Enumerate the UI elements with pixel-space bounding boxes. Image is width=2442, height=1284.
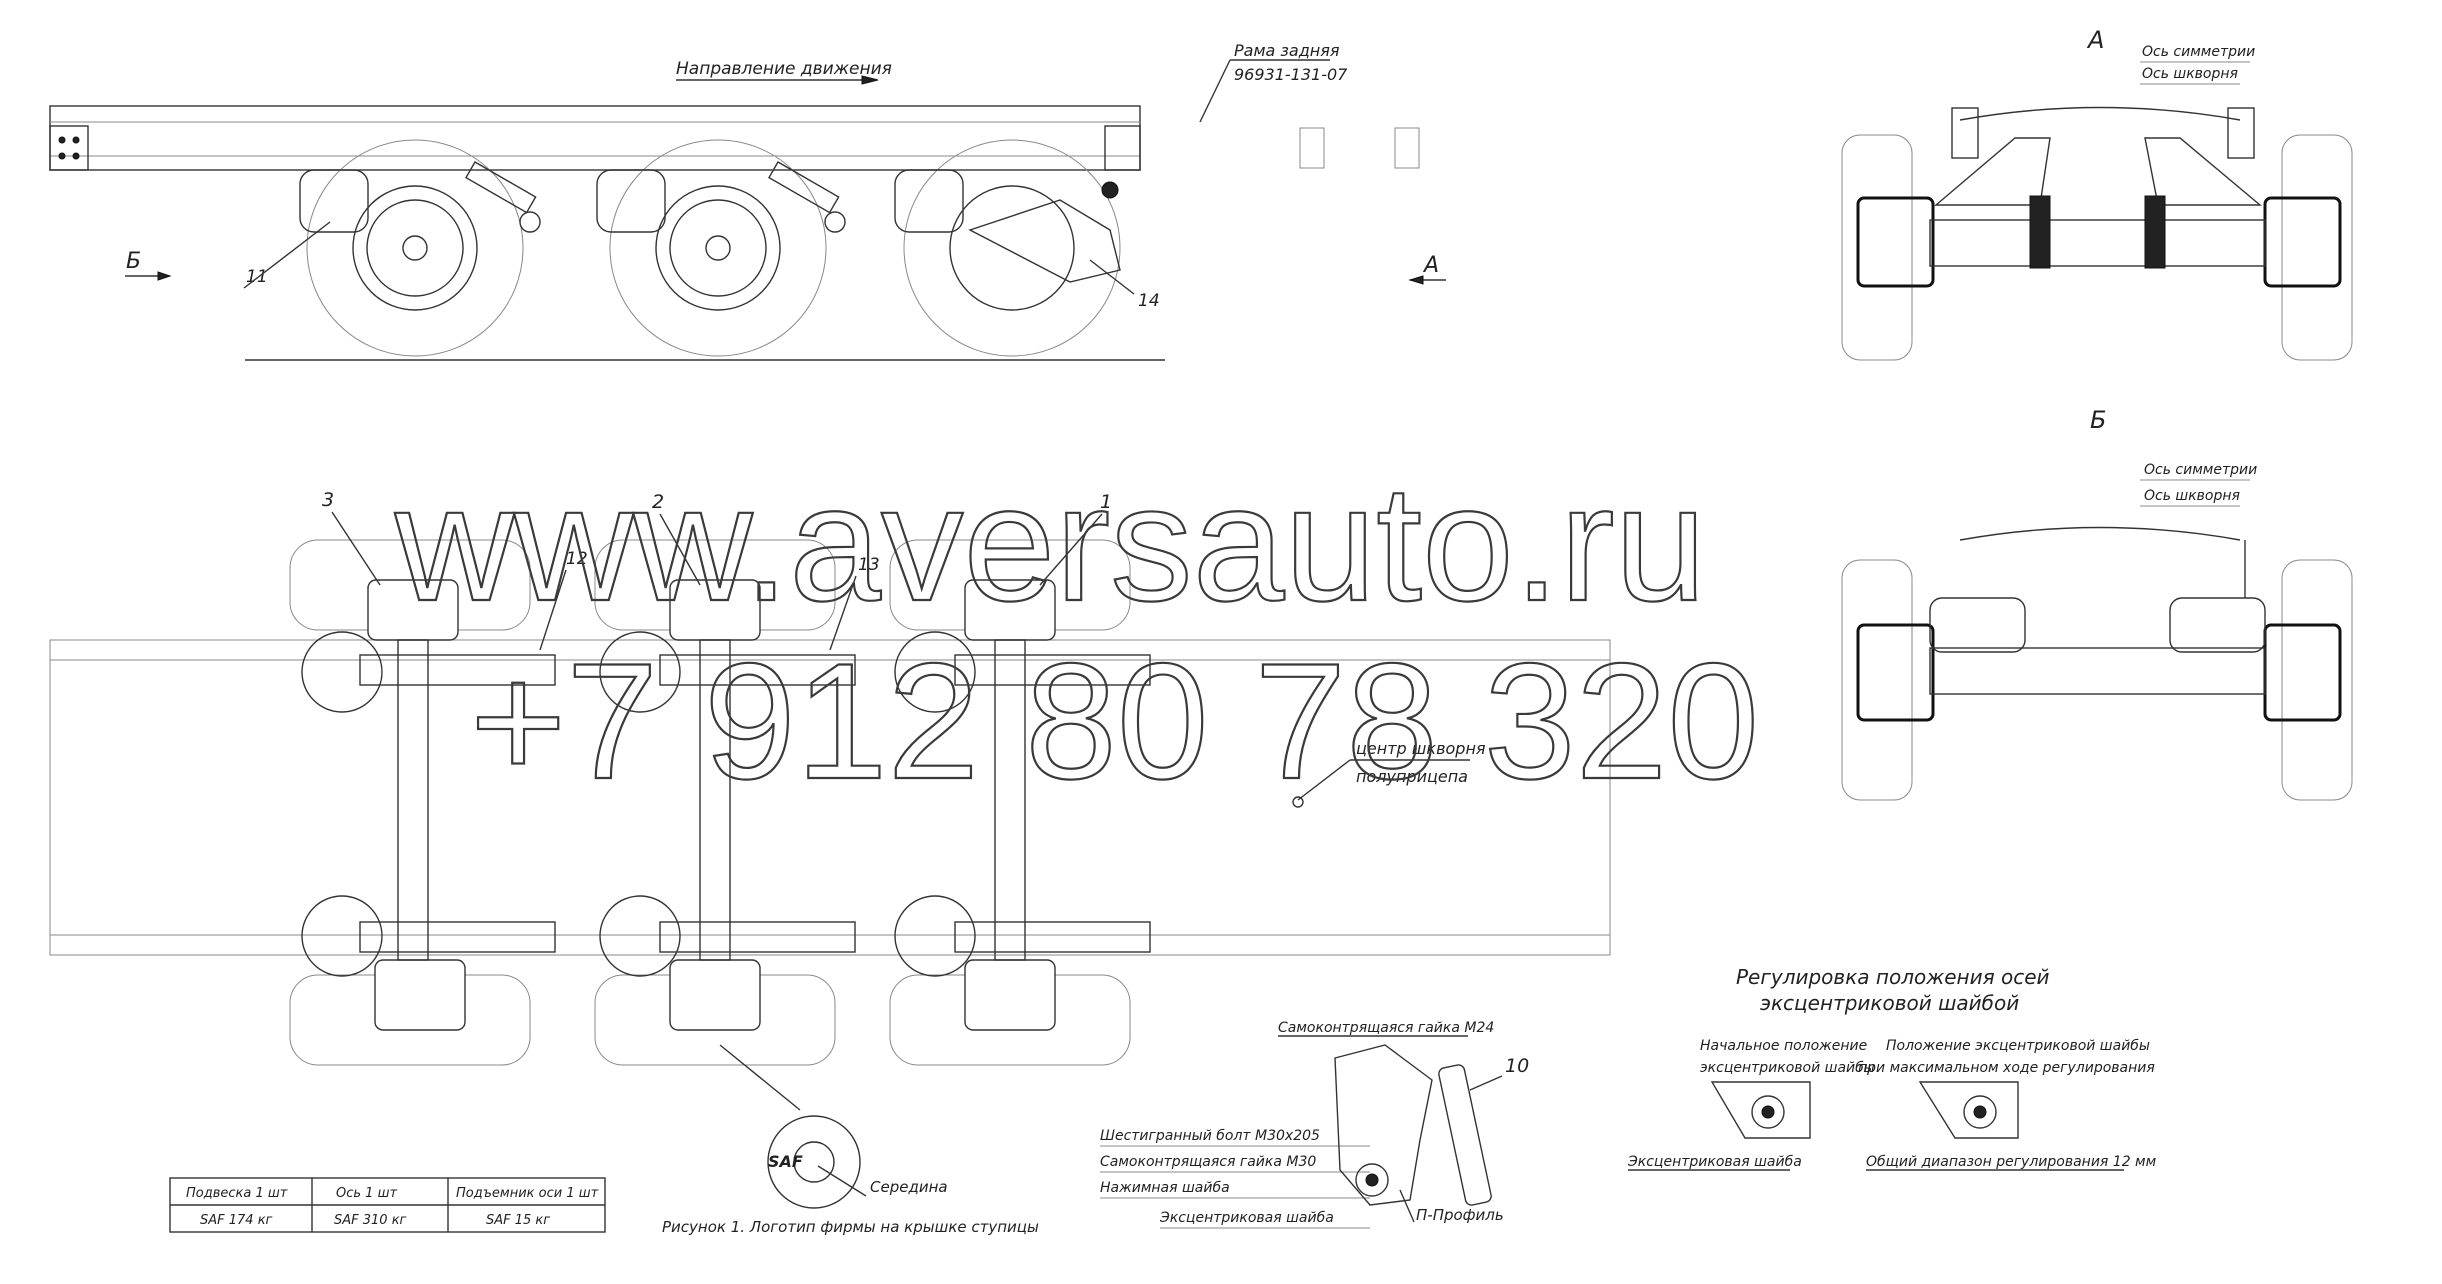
view-b-title: Б	[2090, 406, 2106, 434]
callout-2: 2	[652, 491, 664, 513]
view-b-symmetry-axis: Ось симметрии	[2144, 462, 2257, 478]
watermark: www.aversauto.ru +7 912 80 78 320	[393, 450, 1760, 814]
bracket-detail: Самоконтрящаяся гайка М24 Шестигранный б…	[1100, 1020, 1529, 1229]
label-profile: П-Профиль	[1416, 1206, 1504, 1224]
adjustment-section: Регулировка положения осей эксцентриково…	[1627, 965, 2157, 1171]
plan-axle-1	[289, 539, 556, 1066]
callout-3: 3	[322, 489, 334, 511]
bracket-body	[1334, 1044, 1433, 1206]
plan-axle-3	[889, 539, 1151, 1066]
label-bolt: Шестигранный болт М30х205	[1100, 1128, 1320, 1144]
frame-part-number: 96931-131-07	[1234, 65, 1348, 84]
frame-label: Рама задняя	[1234, 41, 1340, 60]
weights-table: Подвеска 1 шт Ось 1 шт Подъемник оси 1 ш…	[169, 1177, 606, 1233]
table-header-axle: Ось 1 шт	[336, 1186, 397, 1201]
table-value-axle: SAF 310 кг	[334, 1213, 407, 1228]
axle-3-side-lift	[894, 139, 1121, 357]
callout-10: 10	[1505, 1055, 1529, 1077]
frame-rail-side	[49, 105, 1141, 171]
eccentric-max-detail	[1918, 1081, 2019, 1139]
view-a-kingpin-axis: Ось шкворня	[2142, 66, 2238, 82]
hub-cap-circle	[767, 1115, 861, 1209]
eccentric-start-detail	[1710, 1081, 1811, 1139]
axle-2-side	[596, 139, 846, 357]
callout-12: 12	[566, 549, 588, 569]
view-a: А Ось симметрии Ось шкворня	[1841, 26, 2353, 361]
view-b-kingpin-axis: Ось шкворня	[2144, 488, 2240, 504]
eccentric-washer-label: Эксцентриковая шайба	[1627, 1154, 1802, 1170]
adjustment-range-label: Общий диапазон регулирования 12 мм	[1866, 1154, 2157, 1170]
label-nut-top: Самоконтрящаяся гайка М24	[1278, 1020, 1494, 1036]
view-a-hub-left	[1856, 196, 1935, 288]
logo-caption: Рисунок 1. Логотип фирмы на крышке ступи…	[662, 1218, 1039, 1236]
hub-middle-label: Середина	[870, 1178, 948, 1196]
saf-logo-text: SAF	[768, 1152, 803, 1171]
callout-14: 14	[1138, 291, 1160, 311]
callout-13: 13	[858, 555, 880, 575]
axle-1-side	[299, 139, 541, 357]
view-b-arrow-label: Б	[126, 249, 141, 274]
view-b-air-spring-left	[1929, 597, 2026, 653]
start-position-label-1: Начальное положение	[1700, 1038, 1867, 1054]
kingpin-center-label: центр шкворня	[1356, 739, 1486, 758]
view-a-title: А	[2086, 26, 2104, 54]
hub-cap-logo: SAF Середина Рисунок 1. Логотип фирмы на…	[662, 1044, 1039, 1236]
max-position-label-2: при максимальном ходе регулирования	[1858, 1060, 2155, 1076]
start-position-label-2: эксцентриковой шайбы	[1700, 1060, 1875, 1076]
plan-axle-2	[594, 539, 856, 1066]
table-header-suspension: Подвеска 1 шт	[186, 1186, 288, 1201]
adjustment-title-1: Регулировка положения осей	[1736, 965, 2050, 989]
label-nut-m30: Самоконтрящаяся гайка М30	[1100, 1154, 1316, 1170]
watermark-phone: +7 912 80 78 320	[470, 629, 1759, 813]
view-a-symmetry-axis: Ось симметрии	[2142, 44, 2255, 60]
direction-label: Направление движения	[676, 59, 892, 79]
adjustment-title-2: эксцентриковой шайбой	[1760, 991, 2019, 1015]
label-washer: Нажимная шайба	[1100, 1180, 1230, 1196]
view-a-arrow-label: А	[1422, 253, 1439, 278]
side-view: Направление движения Рама задняя 96931-1…	[49, 41, 1446, 361]
max-position-label-1: Положение эксцентриковой шайбы	[1886, 1038, 2150, 1054]
label-eccentric-washer: Эксцентриковая шайба	[1159, 1210, 1334, 1226]
view-b: Б Ось симметрии Ось шкворня	[1841, 406, 2353, 801]
callout-1: 1	[1100, 491, 1112, 513]
plan-view: 3 2 1 12 13 центр шкворня полуприцепа	[49, 489, 1611, 1066]
shock-absorber	[1438, 1064, 1492, 1206]
watermark-site: www.aversauto.ru	[394, 451, 1706, 635]
view-b-air-spring-right	[2169, 597, 2266, 653]
table-header-lift: Подъемник оси 1 шт	[456, 1186, 599, 1201]
kingpin-center-label-2: полуприцепа	[1356, 767, 1468, 786]
view-a-hub-right	[2263, 196, 2342, 288]
table-value-suspension: SAF 174 кг	[200, 1213, 273, 1228]
table-value-lift: SAF 15 кг	[486, 1213, 550, 1228]
